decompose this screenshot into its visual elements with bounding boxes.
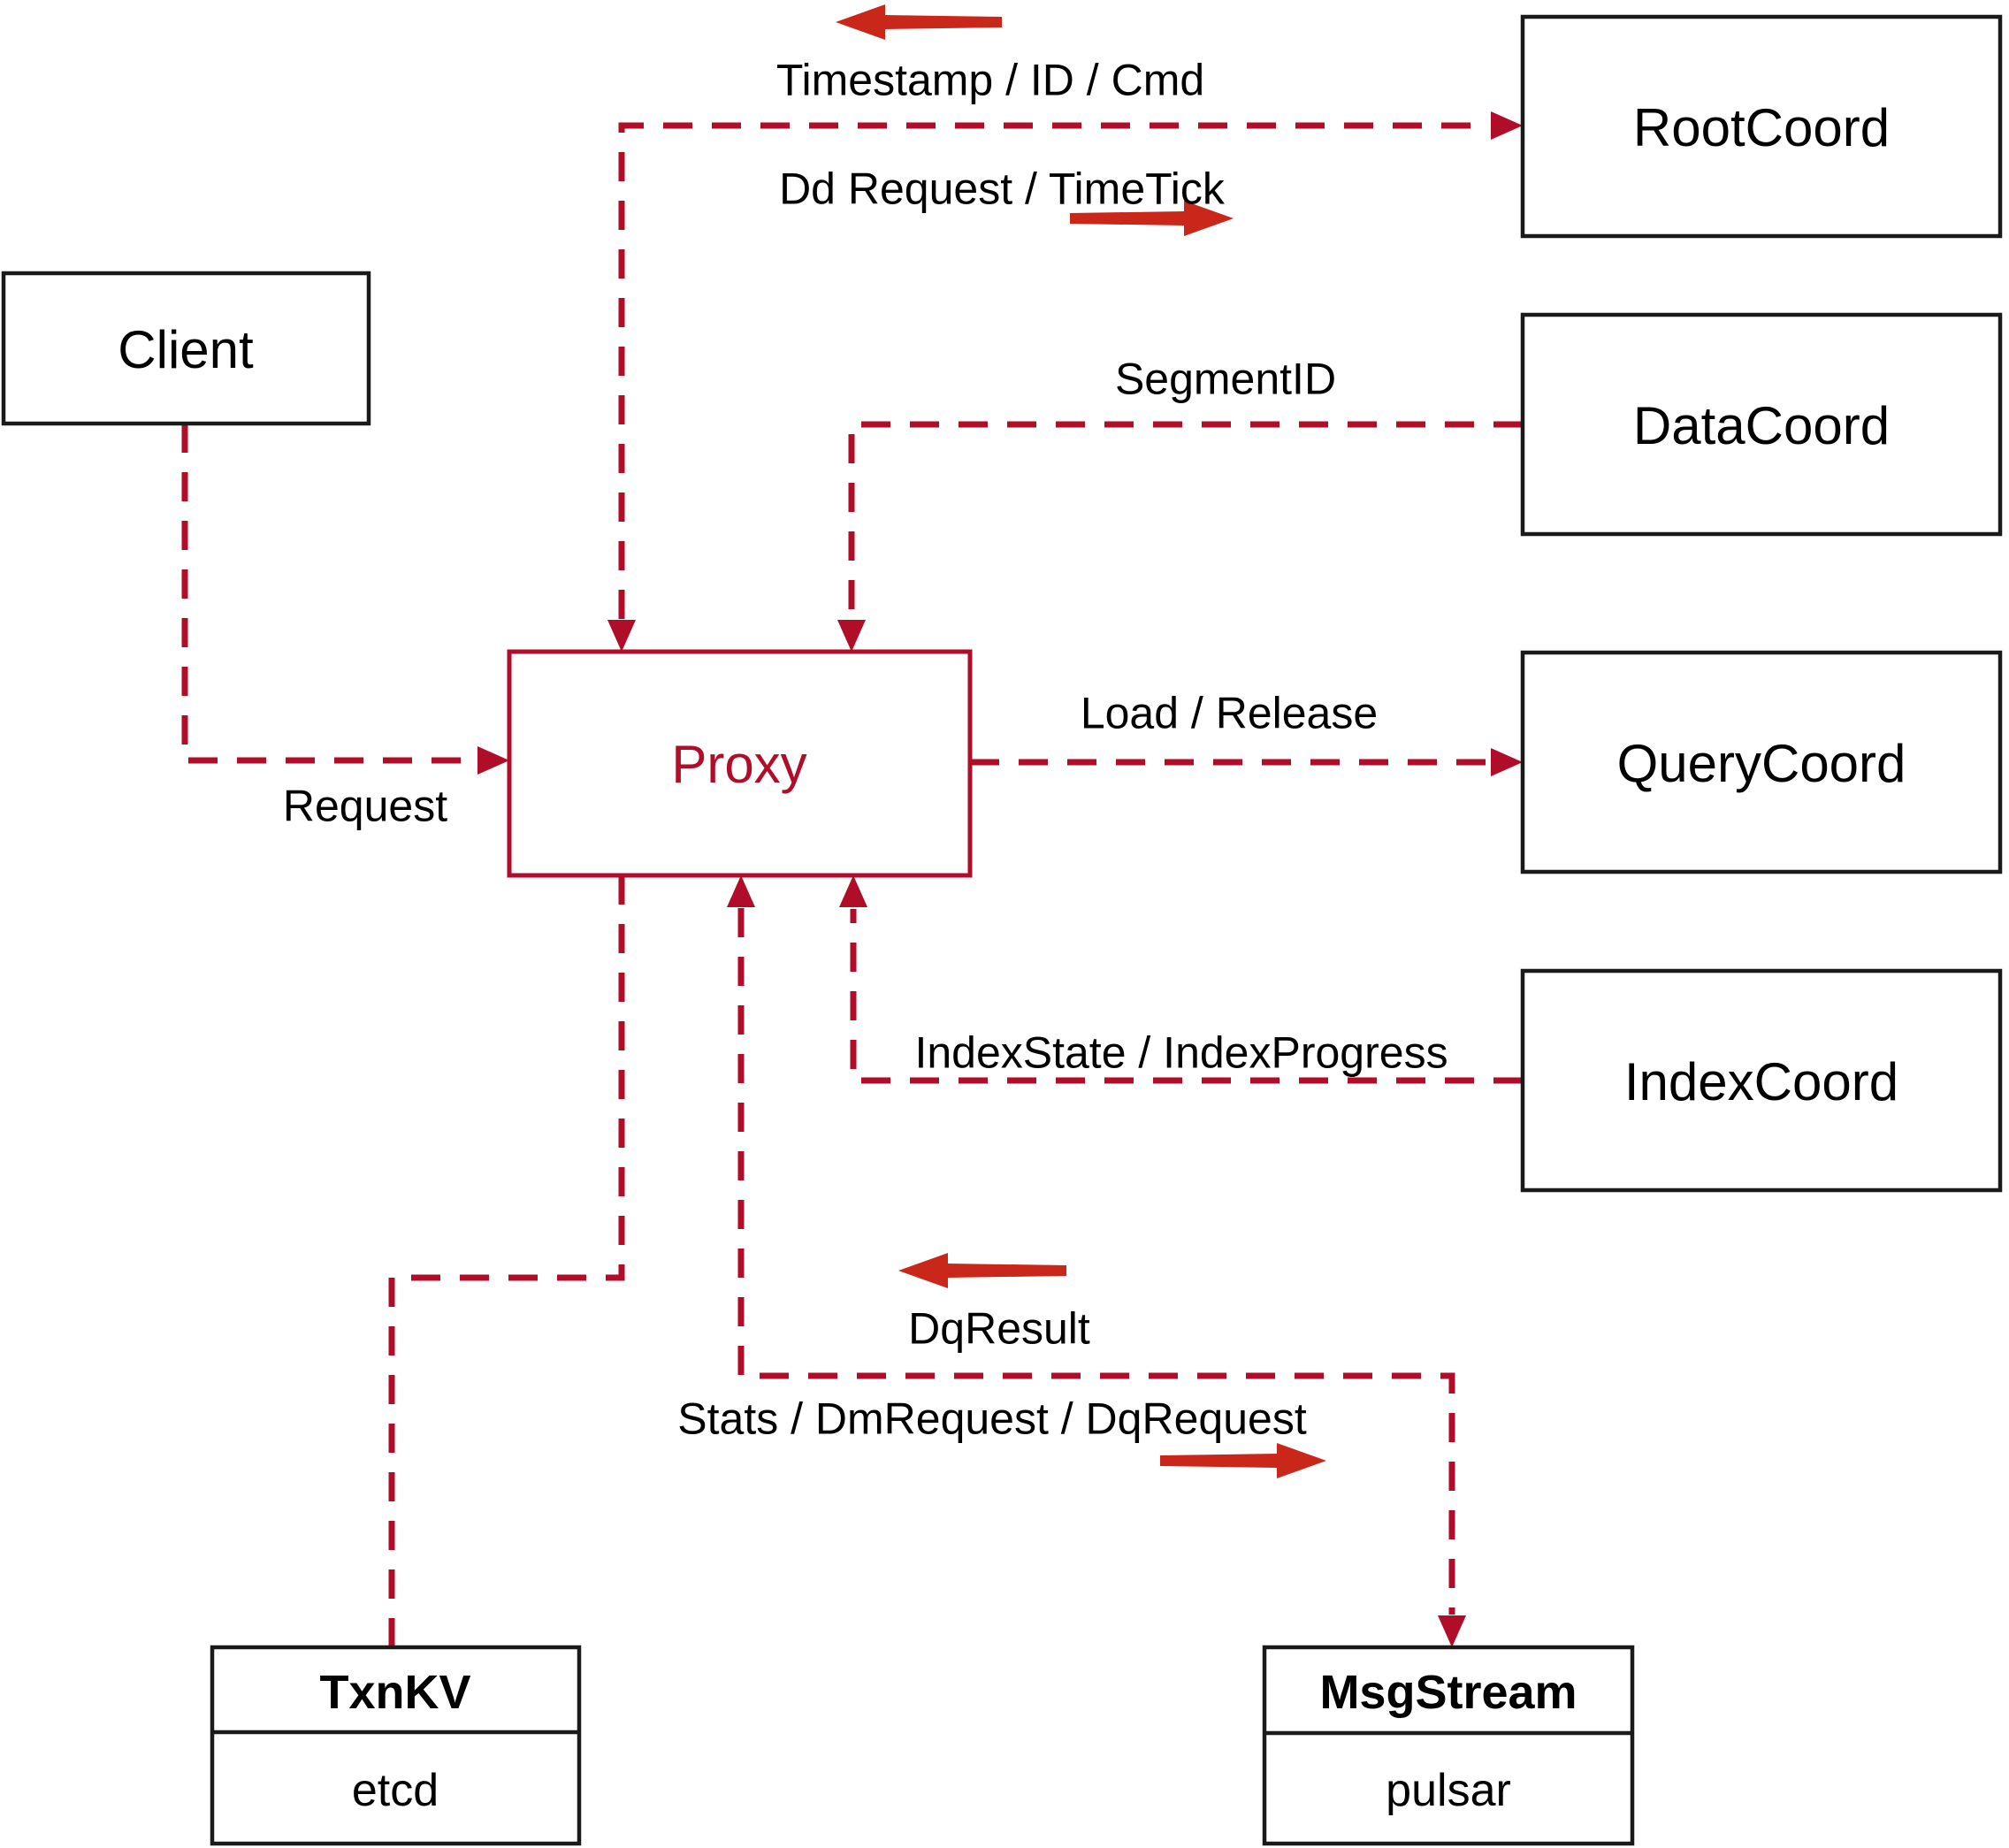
arrowhead-right-into-proxy-icon (477, 746, 509, 775)
connector-client-proxy (181, 424, 476, 764)
connector-datacoord-proxy (848, 421, 1523, 619)
node-proxy: Proxy (507, 649, 973, 878)
node-querycoord: QueryCoord (1520, 650, 2003, 874)
arrowhead-down-into-proxy-left-icon (607, 620, 636, 652)
connector-proxy-txnkv (388, 875, 625, 1646)
proxy-label: Proxy (671, 735, 806, 794)
querycoord-label: QueryCoord (1617, 734, 1906, 793)
proxy-box (507, 649, 973, 878)
direction-arrow-right-ddrequest-icon (1070, 201, 1234, 236)
datacoord-box (1520, 312, 2003, 537)
arrowhead-right-into-querycoord-icon (1491, 748, 1523, 776)
arrowhead-down-into-proxy-right-icon (837, 620, 866, 652)
edge-label-index-state: IndexState / IndexProgress (914, 1028, 1448, 1078)
edge-label-load-release: Load / Release (1081, 689, 1378, 738)
txnkv-title: TxnKV (319, 1666, 470, 1719)
msgstream-title: MsgStream (1319, 1666, 1577, 1719)
connector-proxy-msgstream (737, 908, 1455, 1615)
edge-label-timestamp-id-cmd: Timestamp / ID / Cmd (776, 56, 1204, 105)
arrowhead-up-into-proxy-middle-icon (727, 875, 755, 907)
edge-label-dq-result: DqResult (908, 1304, 1090, 1354)
edge-label-request: Request (283, 782, 447, 831)
querycoord-box (1520, 650, 2003, 874)
node-client: Client (1, 271, 371, 426)
direction-arrow-left-timestamp-icon (836, 4, 1002, 40)
connector-proxy-rootcoord (618, 122, 1489, 619)
node-indexcoord: IndexCoord (1520, 968, 2003, 1193)
connector-indexcoord-proxy (850, 909, 1523, 1084)
node-txnkv: TxnKV etcd (210, 1645, 582, 1846)
edge-label-dd-request-timetick: Dd Request / TimeTick (779, 164, 1226, 214)
arrowhead-up-into-proxy-right-icon (839, 875, 867, 907)
client-box (1, 271, 371, 426)
node-msgstream: MsgStream pulsar (1262, 1645, 1635, 1846)
node-rootcoord: RootCoord (1520, 14, 2003, 239)
edge-label-stats-dm-dq: Stats / DmRequest / DqRequest (677, 1394, 1307, 1444)
arrowhead-right-into-rootcoord-icon (1491, 111, 1523, 140)
txnkv-box (210, 1645, 582, 1846)
indexcoord-box (1520, 968, 2003, 1193)
direction-arrow-right-stats-icon (1160, 1443, 1326, 1478)
arrowhead-down-into-msgstream-icon (1438, 1615, 1466, 1647)
indexcoord-label: IndexCoord (1624, 1052, 1898, 1111)
rootcoord-box (1520, 14, 2003, 239)
node-datacoord: DataCoord (1520, 312, 2003, 537)
datacoord-label: DataCoord (1633, 396, 1890, 455)
edge-label-segment-id: SegmentID (1115, 355, 1336, 404)
client-label: Client (118, 320, 254, 379)
msgstream-implementation: pulsar (1386, 1765, 1511, 1816)
msgstream-box (1262, 1645, 1635, 1846)
direction-arrow-left-dqresult-icon (898, 1253, 1066, 1288)
rootcoord-label: RootCoord (1633, 98, 1890, 157)
txnkv-implementation: etcd (352, 1765, 439, 1816)
